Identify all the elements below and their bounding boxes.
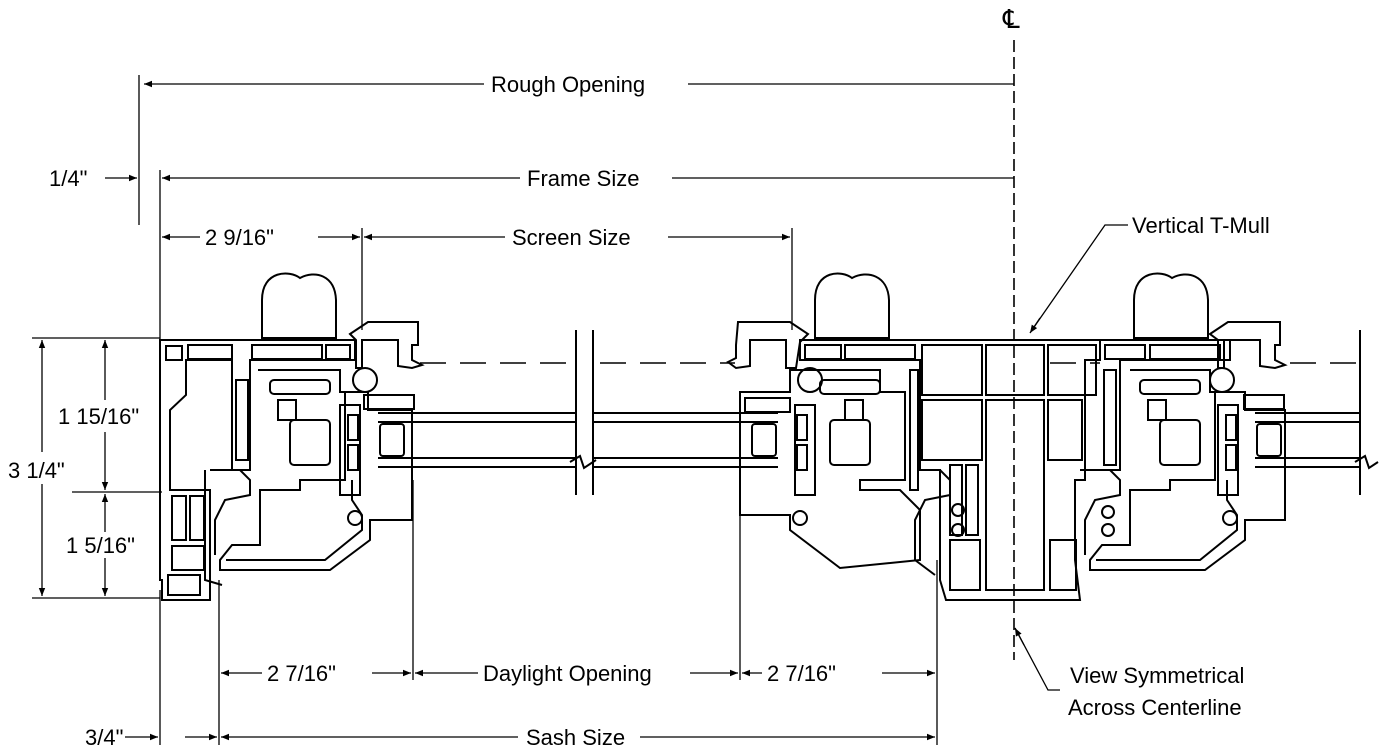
right-sash-profile [1080, 272, 1288, 571]
view-symmetrical-line1: View Symmetrical [1070, 663, 1244, 688]
three-quarter-label: 3/4" [85, 725, 123, 750]
sash-size-label: Sash Size [526, 725, 625, 750]
two-9-16-label: 2 9/16" [205, 225, 274, 250]
view-symmetrical-callout: View Symmetrical Across Centerline [1014, 627, 1244, 720]
bottom-extension-lines [159, 480, 938, 745]
left-frame-profile [159, 272, 425, 601]
center-sash-profile [726, 272, 1101, 601]
daylight-opening-label: Daylight Opening [483, 661, 652, 686]
glass-unit-right [1255, 412, 1360, 468]
two-7-16-right-label: 2 7/16" [767, 661, 836, 686]
glass-unit-left [378, 412, 778, 468]
vertical-t-mull-callout: Vertical T-Mull [1029, 213, 1270, 334]
quarter-inch-dimension: 1/4" [49, 166, 137, 191]
rough-opening-dimension: Rough Opening [138, 72, 1014, 225]
vertical-t-mull-label: Vertical T-Mull [1132, 213, 1270, 238]
three-1-4-label: 3 1/4" [8, 458, 65, 483]
frame-size-dimension: Frame Size [159, 166, 1014, 340]
two-7-16-left-label: 2 7/16" [267, 661, 336, 686]
height-dimensions: 3 1/4" 1 15/16" 1 5/16" [8, 337, 162, 599]
frame-size-label: Frame Size [527, 166, 639, 191]
rough-opening-label: Rough Opening [491, 72, 645, 97]
screen-size-label: Screen Size [512, 225, 631, 250]
view-symmetrical-line2: Across Centerline [1068, 695, 1242, 720]
sash-dimensions: 3/4" Sash Size [85, 725, 935, 750]
daylight-dimensions: 2 7/16" Daylight Opening 2 7/16" [221, 661, 935, 686]
screen-dimensions: 2 9/16" Screen Size [162, 225, 793, 330]
quarter-inch-label: 1/4" [49, 166, 87, 191]
one-15-16-label: 1 15/16" [58, 404, 139, 429]
centerline-symbol: ℄ [1002, 4, 1020, 34]
one-5-16-label: 1 5/16" [66, 533, 135, 558]
